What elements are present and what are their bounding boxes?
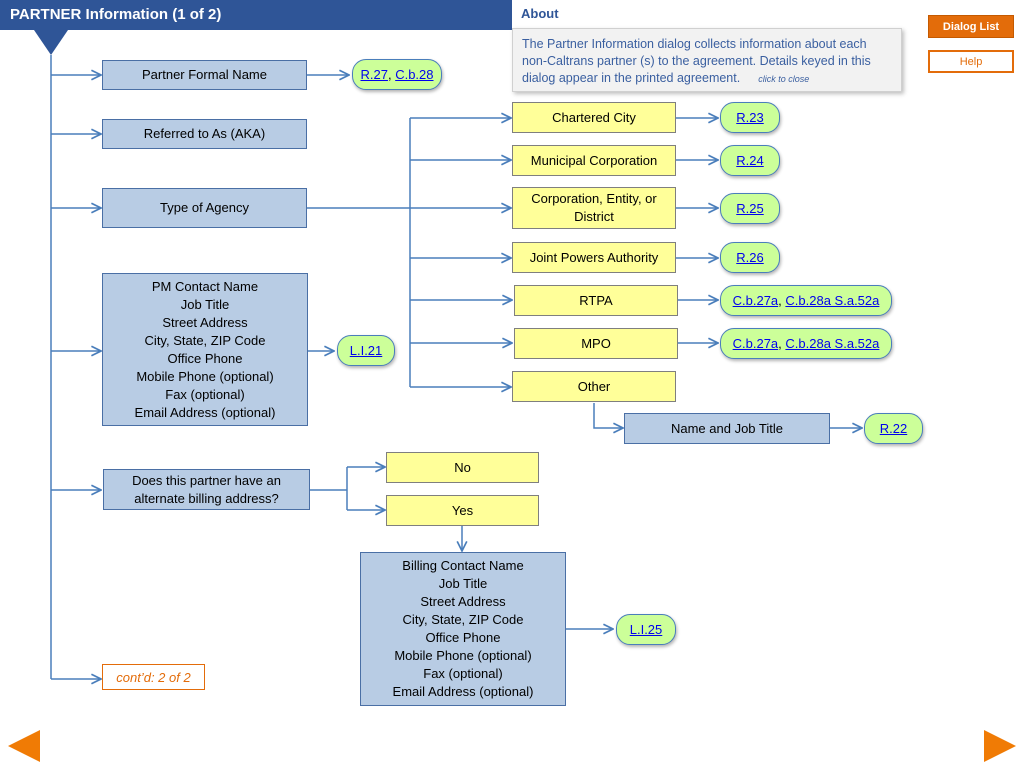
ref-link[interactable]: C.b.28a S.a.52a	[785, 293, 880, 308]
dialog-list-button[interactable]: Dialog List	[928, 15, 1014, 38]
click-to-close-link[interactable]: click to close	[758, 74, 810, 84]
ref-municipal-corporation: R.24	[720, 145, 780, 176]
node-type-of-agency: Type of Agency	[102, 188, 307, 228]
billing-contact-line: Street Address	[420, 594, 506, 609]
node-corporation-entity-district: Corporation, Entity, or District	[512, 187, 676, 229]
ref-link[interactable]: R.25	[736, 201, 764, 216]
node-other: Other	[512, 371, 676, 402]
node-no: No	[386, 452, 539, 483]
node-referred-to-as: Referred to As (AKA)	[102, 119, 307, 149]
pm-contact-line: Street Address	[162, 314, 248, 330]
header-pointer	[34, 30, 68, 55]
node-yes: Yes	[386, 495, 539, 526]
ref-link[interactable]: C.b.27a	[732, 336, 779, 351]
billing-contact-line: Office Phone	[425, 630, 501, 645]
continued-link[interactable]: cont’d: 2 of 2	[102, 664, 205, 690]
billing-contact-line: Fax (optional)	[423, 666, 503, 681]
pm-contact-line: Email Address (optional)	[134, 404, 276, 420]
billing-contact-line: Billing Contact Name	[402, 558, 524, 573]
ref-link[interactable]: L.I.25	[629, 622, 663, 637]
next-arrow-icon[interactable]	[984, 730, 1016, 762]
ref-rtpa: C.b.27a, C.b.28a S.a.52a	[720, 285, 892, 316]
pm-contact-line: Office Phone	[167, 350, 243, 366]
node-name-and-job-title: Name and Job Title	[624, 413, 830, 444]
pm-contact-line: PM Contact Name	[151, 278, 259, 294]
node-pm-contact: PM Contact Name Job Title Street Address…	[102, 273, 308, 426]
node-mpo: MPO	[514, 328, 678, 359]
ref-billing-contact: L.I.25	[616, 614, 676, 645]
about-panel[interactable]: The Partner Information dialog collects …	[512, 28, 902, 92]
pm-contact-line: Fax (optional)	[165, 386, 245, 402]
ref-link[interactable]: L.I.21	[349, 343, 383, 358]
pm-contact-line: Job Title	[180, 296, 230, 312]
ref-link[interactable]: R.24	[736, 153, 764, 168]
ref-corporation-entity-district: R.25	[720, 193, 780, 224]
node-billing-contact: Billing Contact Name Job Title Street Ad…	[360, 552, 566, 706]
billing-contact-line: Email Address (optional)	[392, 684, 534, 699]
ref-chartered-city: R.23	[720, 102, 780, 133]
billing-contact-line: City, State, ZIP Code	[402, 612, 524, 627]
page-title: PARTNER Information (1 of 2)	[0, 0, 512, 30]
ref-link[interactable]: R.27	[360, 67, 388, 82]
ref-link[interactable]: R.26	[736, 250, 764, 265]
ref-link[interactable]: R.23	[736, 110, 764, 125]
ref-formal-name: R.27, C.b.28	[352, 59, 442, 90]
ref-name-and-job-title: R.22	[864, 413, 923, 444]
node-chartered-city: Chartered City	[512, 102, 676, 133]
node-municipal-corporation: Municipal Corporation	[512, 145, 676, 176]
ref-pm-contact: L.I.21	[337, 335, 395, 366]
about-title: About	[521, 6, 559, 21]
node-rtpa: RTPA	[514, 285, 678, 316]
about-text: The Partner Information dialog collects …	[522, 37, 871, 85]
node-joint-powers-authority: Joint Powers Authority	[512, 242, 676, 273]
help-button[interactable]: Help	[928, 50, 1014, 73]
billing-contact-line: Job Title	[438, 576, 488, 591]
pm-contact-line: Mobile Phone (optional)	[136, 368, 274, 384]
pm-contact-line: City, State, ZIP Code	[144, 332, 266, 348]
billing-contact-line: Mobile Phone (optional)	[394, 648, 532, 663]
ref-joint-powers-authority: R.26	[720, 242, 780, 273]
ref-mpo: C.b.27a, C.b.28a S.a.52a	[720, 328, 892, 359]
ref-link[interactable]: C.b.27a	[732, 293, 779, 308]
ref-link[interactable]: C.b.28a S.a.52a	[785, 336, 880, 351]
node-alternate-billing: Does this partner have an alternate bill…	[103, 469, 310, 510]
node-partner-formal-name: Partner Formal Name	[102, 60, 307, 90]
ref-link[interactable]: R.22	[879, 421, 908, 436]
previous-arrow-icon[interactable]	[8, 730, 40, 762]
ref-link[interactable]: C.b.28	[395, 67, 434, 82]
